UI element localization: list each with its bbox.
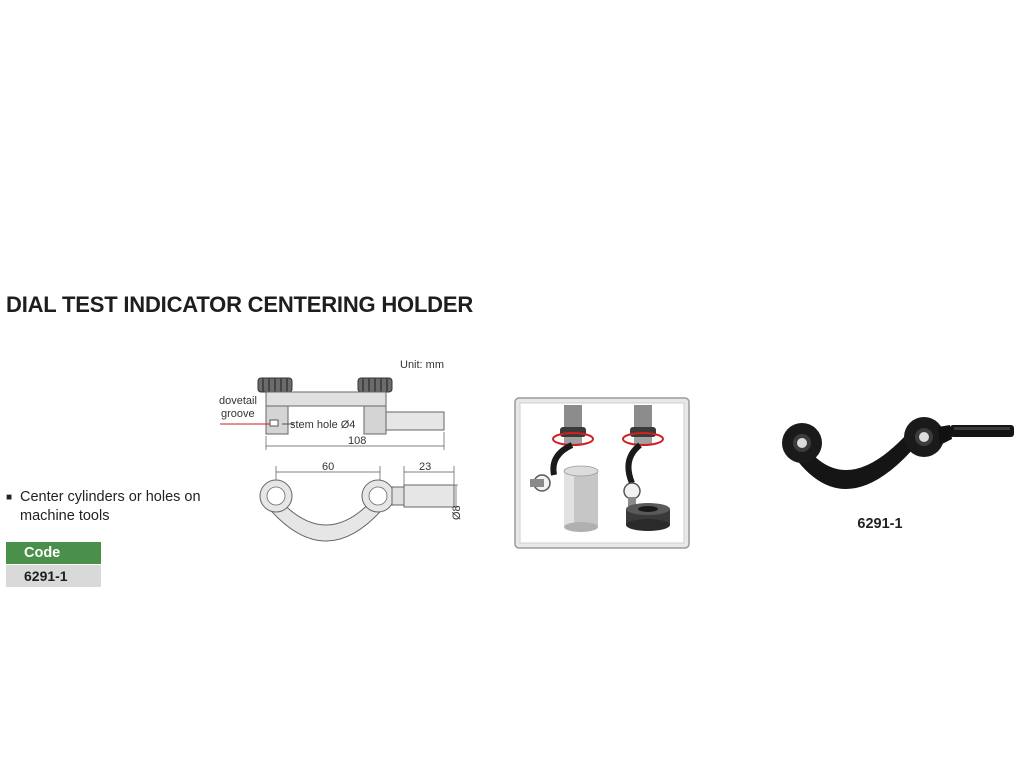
usage-illustration (514, 397, 690, 549)
unit-label: Unit: mm (400, 359, 444, 371)
spindle-right-icon (622, 405, 664, 446)
code-table: Code 6291-1 (6, 542, 101, 587)
hole-workpiece-icon (626, 503, 670, 531)
product-photo (782, 417, 1014, 489)
knob-right-icon (357, 377, 393, 393)
feature-list-item: ■ Center cylinders or holes on machine t… (6, 488, 226, 526)
stem-hole-label: stem hole Ø4 (290, 419, 355, 431)
dimension-108: 108 (348, 435, 366, 447)
dovetail-label-line1: dovetail (219, 395, 257, 407)
holder-top-view (259, 479, 455, 542)
holder-side-view (220, 391, 445, 435)
dimension-60: 60 (322, 461, 334, 473)
knob-left-icon (257, 377, 293, 393)
cylinder-workpiece-icon (563, 465, 599, 532)
code-table-cell: 6291-1 (6, 564, 101, 587)
bullet-icon: ■ (6, 492, 13, 503)
product-code-label: 6291-1 (857, 516, 903, 532)
holder-right-icon (623, 442, 642, 509)
dovetail-label-line2: groove (221, 408, 255, 420)
technical-drawing: Unit: mm dovetail groove stem hole Ø4 10… (219, 359, 463, 542)
dimension-diameter-8: Ø8 (451, 505, 463, 520)
feature-text: Center cylinders or holes on machine too… (20, 489, 201, 524)
spindle-left-icon (552, 405, 594, 446)
dimension-23: 23 (419, 461, 431, 473)
code-table-header: Code (6, 542, 101, 564)
page-title: DIAL TEST INDICATOR CENTERING HOLDER (6, 292, 474, 317)
holder-left-icon (530, 442, 574, 492)
